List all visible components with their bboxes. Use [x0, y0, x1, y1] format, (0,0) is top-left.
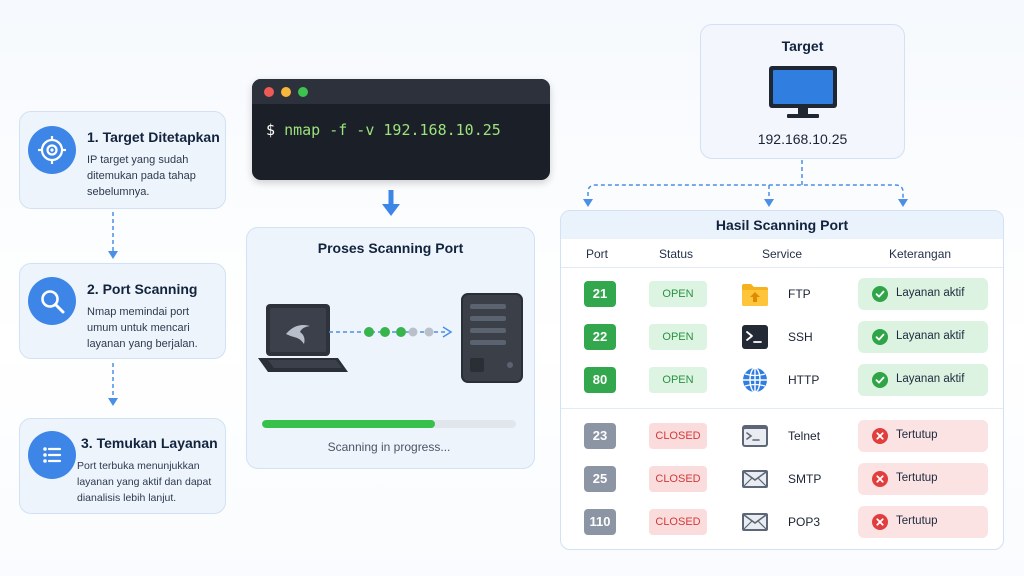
status-pill: CLOSED: [649, 509, 707, 535]
terminal-command-line: $ nmap -f -v 192.168.10.25: [266, 121, 501, 139]
laptop-icon: [258, 304, 348, 372]
arrow-step1-to-step2: [108, 212, 118, 259]
check-circle-icon: [872, 329, 888, 345]
step-description-line: dianalisis lebih lanjut.: [77, 492, 177, 504]
target-title: Target: [781, 38, 824, 54]
service-name: Telnet: [788, 429, 821, 443]
x-circle-icon: [872, 514, 888, 530]
port-badge: 25: [584, 466, 616, 492]
mail-icon: [742, 470, 768, 488]
target-branch-arrows: [583, 160, 908, 207]
note-text: Tertutup: [896, 472, 938, 484]
table-row: 80 OPEN HTTP Layanan aktif: [560, 361, 1004, 404]
folder-upload-icon: [742, 284, 768, 306]
column-header-port: Port: [586, 247, 609, 261]
status-pill: OPEN: [649, 367, 707, 393]
terminal-window: $ nmap -f -v 192.168.10.25: [252, 79, 550, 180]
table-row: 23 CLOSED Telnet Tertutup: [560, 417, 1004, 460]
step-description-line: ditemukan pada tahap: [87, 170, 196, 182]
note-pill: Tertutup: [858, 420, 988, 452]
port-badge: 21: [584, 281, 616, 307]
service-name: SMTP: [788, 472, 822, 486]
x-circle-icon: [872, 428, 888, 444]
target-icon: [28, 126, 76, 174]
service-name: FTP: [788, 287, 811, 301]
check-circle-icon: [872, 286, 888, 302]
note-text: Layanan aktif: [896, 330, 965, 342]
note-pill: Layanan aktif: [858, 321, 988, 353]
search-icon: [28, 277, 76, 325]
table-row: 21 OPEN FTP Layanan aktif: [560, 275, 1004, 318]
step-description-line: IP target yang sudah: [87, 154, 189, 166]
note-text: Tertutup: [896, 515, 938, 527]
note-pill: Layanan aktif: [858, 278, 988, 310]
terminal-titlebar: [252, 79, 550, 104]
table-row: 22 OPEN SSH Layanan aktif: [560, 318, 1004, 361]
process-title: Proses Scanning Port: [317, 240, 464, 256]
port-badge: 80: [584, 367, 616, 393]
step-card-port-scanning: 2. Port Scanning Nmap memindai port umum…: [19, 263, 226, 359]
step-description-line: Nmap memindai port: [87, 306, 190, 318]
table-row: 110 CLOSED POP3 Tertutup: [560, 503, 1004, 546]
status-pill: OPEN: [649, 324, 707, 350]
port-badge: 23: [584, 423, 616, 449]
x-circle-icon: [872, 471, 888, 487]
step-card-target: 1. Target Ditetapkan IP target yang suda…: [19, 111, 226, 209]
column-header-status: Status: [659, 247, 694, 261]
service-name: SSH: [788, 330, 813, 344]
status-pill: CLOSED: [649, 423, 707, 449]
step-description-line: Port terbuka menunjukkan: [77, 460, 200, 472]
note-text: Layanan aktif: [896, 287, 965, 299]
service-name: POP3: [788, 515, 821, 529]
terminal-prompt: $: [266, 121, 285, 139]
step-description: IP target yang sudah ditemukan pada taha…: [87, 152, 196, 200]
port-badge: 22: [584, 324, 616, 350]
progress-bar: [262, 420, 516, 428]
globe-icon: [743, 367, 767, 393]
status-pill: CLOSED: [649, 466, 707, 492]
results-title: Hasil Scanning Port: [715, 217, 849, 233]
arrow-down-icon: [382, 190, 400, 216]
step-description-line: umum untuk mencari: [87, 322, 190, 334]
maximize-dot-icon: [298, 87, 308, 97]
step-card-find-services: 3. Temukan Layanan Port terbuka menunjuk…: [19, 418, 226, 514]
note-pill: Layanan aktif: [858, 364, 988, 396]
close-dot-icon: [264, 87, 274, 97]
table-row: 25 CLOSED SMTP Tertutup: [560, 460, 1004, 503]
step-title: 3. Temukan Layanan: [81, 435, 218, 451]
note-pill: Tertutup: [858, 506, 988, 538]
port-badge: 110: [584, 509, 616, 535]
progress-status-text: Scanning in progress...: [327, 440, 451, 454]
step-description: Port terbuka menunjukkan layanan yang ak…: [77, 458, 211, 506]
check-circle-icon: [872, 372, 888, 388]
step-description-line: layanan yang aktif dan dapat: [77, 476, 212, 488]
step-description-line: sebelumnya.: [87, 186, 150, 198]
list-icon: [28, 431, 76, 479]
terminal-window-icon: [742, 425, 768, 447]
group-divider: [561, 408, 1003, 409]
step-description-line: layanan yang berjalan.: [87, 338, 198, 350]
monitor-icon: [769, 66, 837, 118]
server-icon: [461, 293, 523, 383]
column-header-service: Service: [762, 247, 803, 261]
minimize-dot-icon: [281, 87, 291, 97]
terminal-command: nmap -f -v 192.168.10.25: [284, 121, 501, 139]
column-header-note: Keterangan: [889, 247, 952, 261]
step-description: Nmap memindai port umum untuk mencari la…: [87, 304, 198, 352]
results-title-bar: [561, 211, 1003, 239]
note-text: Tertutup: [896, 429, 938, 441]
mail-icon: [742, 513, 768, 531]
note-text: Layanan aktif: [896, 373, 965, 385]
terminal-icon: [742, 325, 768, 349]
step-title: 2. Port Scanning: [87, 281, 198, 297]
service-name: HTTP: [788, 373, 820, 387]
step-title: 1. Target Ditetapkan: [87, 129, 220, 145]
packet-flow-line: [329, 326, 453, 338]
progress-fill: [262, 420, 435, 428]
note-pill: Tertutup: [858, 463, 988, 495]
target-ip: 192.168.10.25: [757, 131, 848, 147]
status-pill: OPEN: [649, 281, 707, 307]
header-divider: [561, 267, 1003, 268]
arrow-step2-to-step3: [108, 363, 118, 406]
